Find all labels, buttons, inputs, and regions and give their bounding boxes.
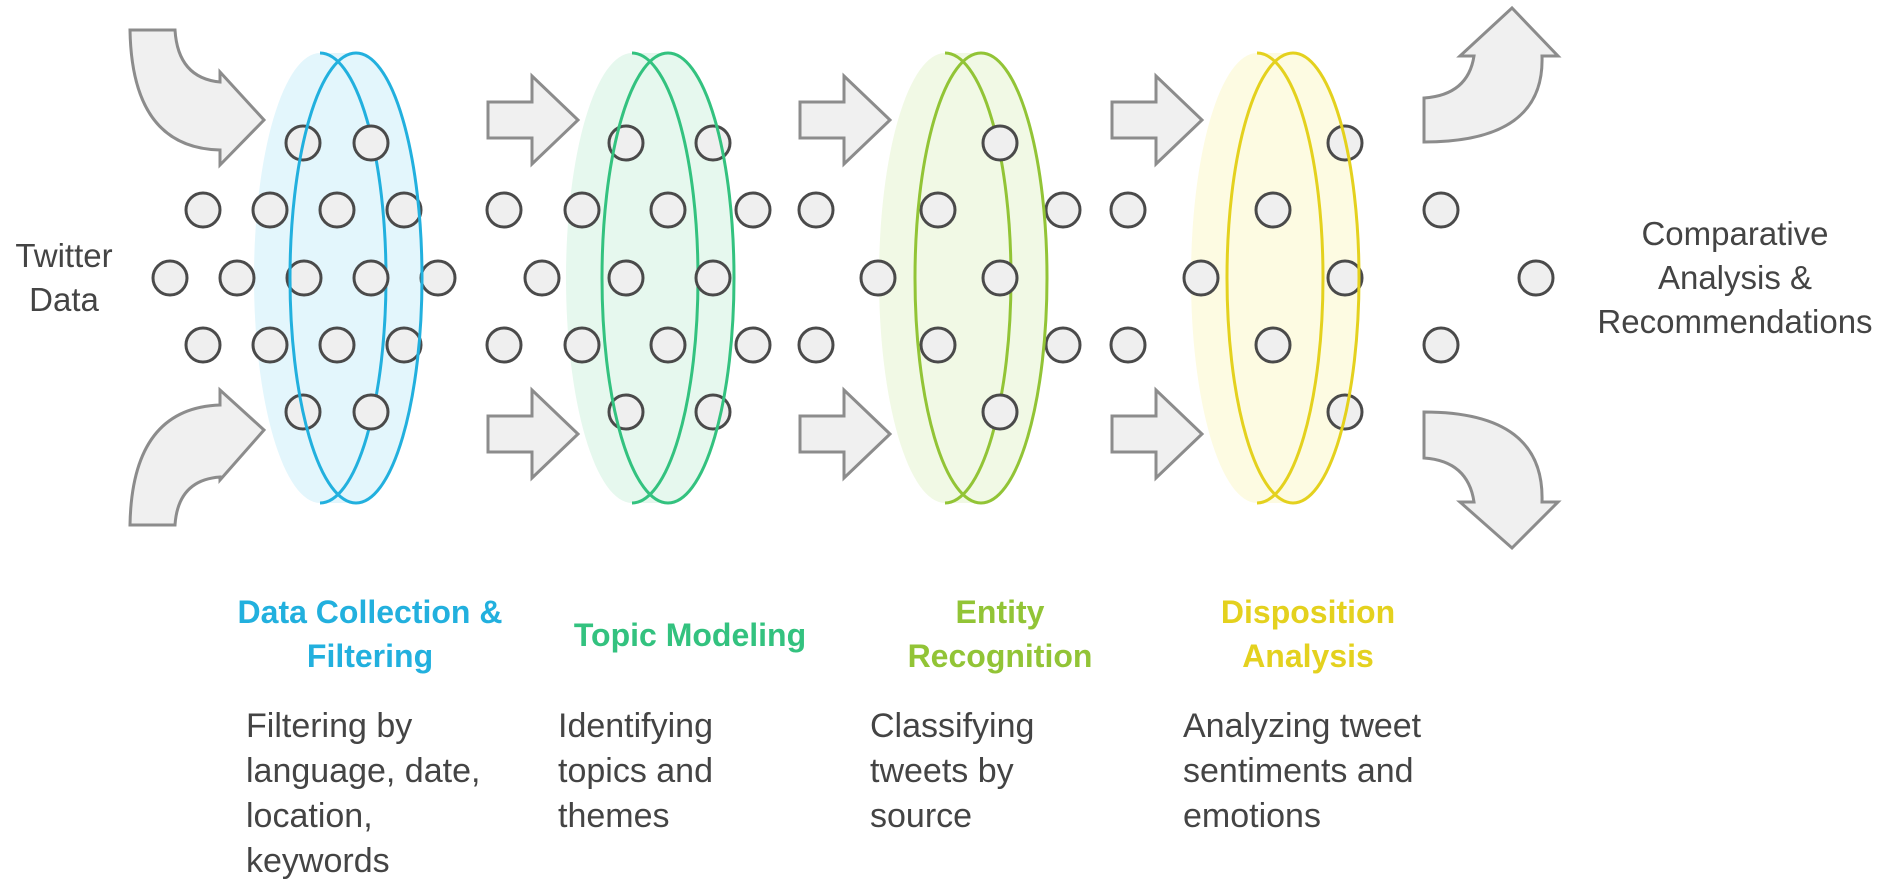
lens-inner-arc-4 bbox=[1256, 51, 1325, 505]
data-dot bbox=[797, 326, 835, 364]
data-dot bbox=[1109, 191, 1147, 229]
lens-front-ring-1 bbox=[288, 51, 424, 505]
stage-title-topic-modeling: Topic Modeling bbox=[573, 617, 807, 653]
data-dot bbox=[523, 259, 561, 297]
data-dot bbox=[1422, 191, 1460, 229]
data-dot bbox=[797, 191, 835, 229]
data-dot bbox=[734, 191, 772, 229]
flow-arrow-top-2 bbox=[798, 72, 893, 168]
data-dot bbox=[1254, 326, 1292, 364]
data-dot bbox=[352, 124, 390, 162]
data-dot bbox=[563, 191, 601, 229]
data-dot bbox=[981, 393, 1019, 431]
flow-arrow-bottom-1 bbox=[486, 386, 581, 482]
data-dot bbox=[218, 259, 256, 297]
data-dot bbox=[485, 326, 523, 364]
lens-front-ring-3 bbox=[913, 51, 1049, 505]
lens-band-2 bbox=[566, 53, 734, 503]
data-dot bbox=[184, 191, 222, 229]
data-dot bbox=[485, 191, 523, 229]
data-dot bbox=[318, 326, 356, 364]
flow-arrow-top-1 bbox=[486, 72, 581, 168]
data-dots bbox=[151, 124, 1555, 431]
data-dot bbox=[251, 191, 289, 229]
data-dot bbox=[607, 259, 645, 297]
data-dot bbox=[1422, 326, 1460, 364]
data-dot bbox=[1254, 191, 1292, 229]
data-dot bbox=[184, 326, 222, 364]
data-dot bbox=[694, 259, 732, 297]
flow-arrow-top-3 bbox=[1110, 72, 1205, 168]
lens-front-ring-4 bbox=[1225, 51, 1361, 505]
data-dot bbox=[981, 259, 1019, 297]
lens-front-ring-2 bbox=[600, 51, 736, 505]
data-dot bbox=[919, 191, 957, 229]
data-dot bbox=[1044, 326, 1082, 364]
data-dot bbox=[385, 191, 423, 229]
curved-input-arrow-bottom bbox=[128, 386, 267, 527]
data-dot bbox=[151, 259, 189, 297]
data-dot bbox=[563, 326, 601, 364]
curved-output-arrow-bottom bbox=[1422, 410, 1562, 551]
data-dot bbox=[385, 326, 423, 364]
data-dot bbox=[981, 124, 1019, 162]
data-dot bbox=[1182, 259, 1220, 297]
stage-title-data-collection: Data Collection &Filtering bbox=[237, 594, 503, 674]
data-dot bbox=[1517, 259, 1555, 297]
data-dot bbox=[649, 326, 687, 364]
curved-input-arrow-top bbox=[128, 28, 267, 169]
lens-band-3 bbox=[879, 53, 1047, 503]
data-dot bbox=[251, 326, 289, 364]
data-dot bbox=[919, 326, 957, 364]
data-dot bbox=[318, 191, 356, 229]
flow-arrow-bottom-3 bbox=[1110, 386, 1205, 482]
data-dot bbox=[1044, 191, 1082, 229]
lens-band-4 bbox=[1191, 53, 1359, 503]
data-dot bbox=[352, 393, 390, 431]
data-dot bbox=[419, 259, 457, 297]
data-dot bbox=[649, 191, 687, 229]
flow-arrow-bottom-2 bbox=[798, 386, 893, 482]
lens-back-layer bbox=[254, 51, 1359, 505]
data-dot bbox=[734, 326, 772, 364]
data-dot bbox=[1109, 326, 1147, 364]
data-dot bbox=[1326, 259, 1364, 297]
data-dot bbox=[352, 259, 390, 297]
curved-output-arrow-top bbox=[1422, 5, 1562, 144]
lens-front-layer bbox=[288, 51, 1361, 505]
data-dot bbox=[285, 259, 323, 297]
flow-arrows bbox=[128, 5, 1562, 551]
data-dot bbox=[859, 259, 897, 297]
lens-band-1 bbox=[254, 53, 422, 503]
